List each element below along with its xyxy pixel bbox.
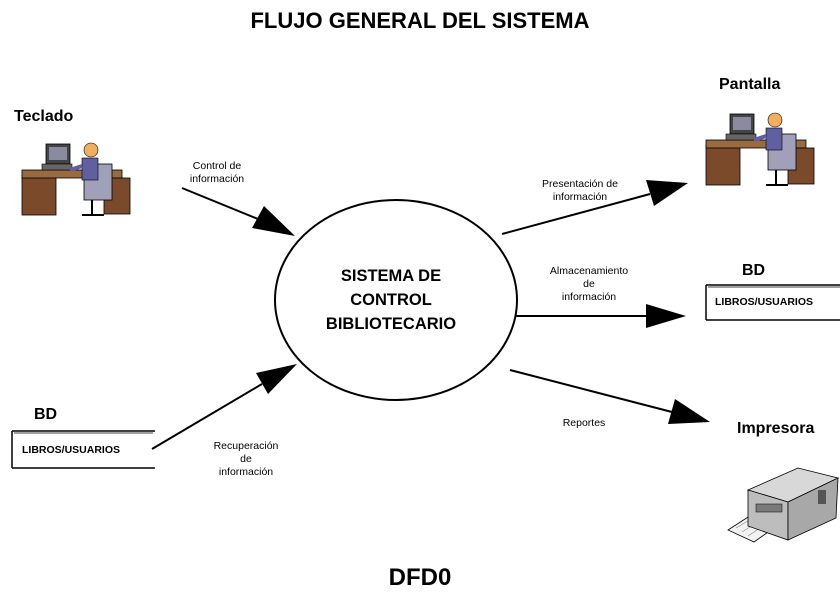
flow-label-line: Reportes <box>562 417 606 429</box>
store-label-input: BD <box>34 406 58 423</box>
entity-label-screen: Pantalla <box>719 76 781 93</box>
process-label-line: BIBLIOTECARIO <box>325 315 457 333</box>
data-store-input[interactable] <box>11 430 155 469</box>
flow-arrow-control <box>181 187 295 236</box>
store-name-output: LIBROS/USUARIOS <box>715 296 814 308</box>
flow-arrow-reports <box>509 369 710 424</box>
flow-label-line: información <box>218 466 274 478</box>
store-label-output: BD <box>742 262 766 279</box>
diagram-title: FLUJO GENERAL DEL SISTEMA <box>250 8 590 33</box>
flow-label-line: de <box>583 278 595 290</box>
flow-label-line: información <box>552 191 608 203</box>
flow-label-retrieval: Recuperación de información <box>200 440 292 479</box>
flow-label-line: información <box>561 291 617 303</box>
flow-arrow-storage <box>516 304 686 328</box>
data-store-output[interactable] <box>705 284 840 321</box>
flow-label-line: Recuperación <box>213 440 279 452</box>
flow-label-storage: Almacenamiento de información <box>537 265 641 304</box>
entity-label-keyboard: Teclado <box>14 108 74 125</box>
flow-label-line: Presentación de <box>542 178 618 190</box>
process-label-line: SISTEMA DE <box>340 267 442 285</box>
flow-arrow-retrieval <box>151 364 297 450</box>
flow-label-reports: Reportes <box>552 417 616 430</box>
process-circle[interactable] <box>274 199 518 401</box>
flow-label-line: información <box>189 173 245 185</box>
entity-label-printer: Impresora <box>737 420 815 437</box>
flow-label-line: Almacenamiento <box>549 265 629 277</box>
flow-label-presentation: Presentación de información <box>528 178 632 204</box>
flow-arrow-presentation <box>501 180 688 235</box>
computer-user-icon <box>705 112 815 186</box>
store-name-input: LIBROS/USUARIOS <box>22 444 121 456</box>
printer-icon <box>727 467 840 543</box>
process-label-line: CONTROL <box>350 291 432 309</box>
flow-label-line: de <box>240 453 252 465</box>
computer-user-icon <box>21 142 131 216</box>
flow-label-line: Control de <box>192 160 242 172</box>
diagram-footer-label: DFD0 <box>388 564 452 591</box>
flow-label-control: Control de información <box>178 160 256 186</box>
process-label: SISTEMA DE CONTROL BIBLIOTECARIO <box>286 264 496 336</box>
